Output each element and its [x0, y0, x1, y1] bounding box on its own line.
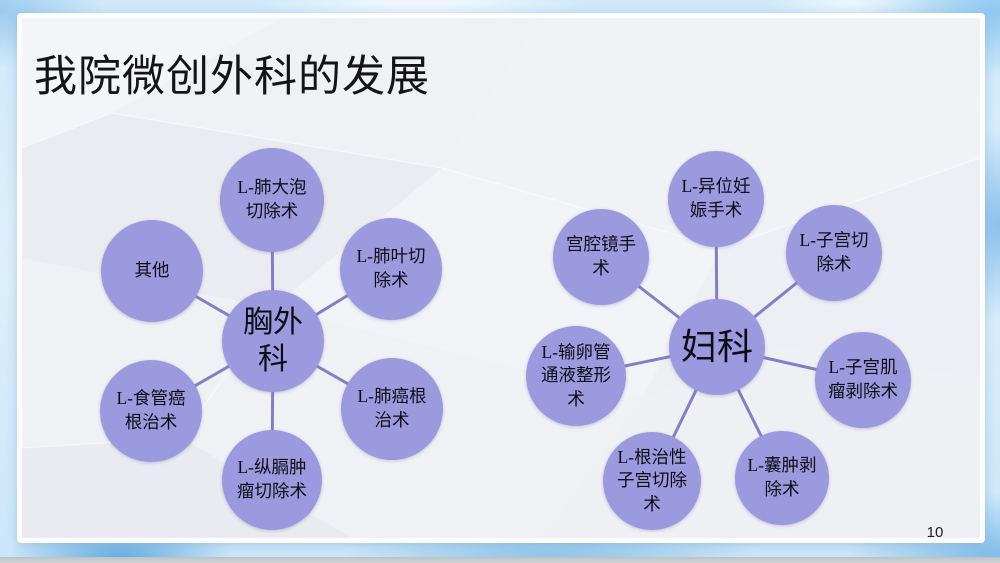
diagram-node: L-肺叶切 除术 — [340, 218, 442, 320]
diagram-node: 宫腔镜手 术 — [553, 209, 649, 305]
diagram-hub-gynecology: 妇科 — [669, 299, 765, 395]
diagram-node: L-囊肿剥 除术 — [735, 431, 829, 525]
bottom-strip — [0, 557, 1000, 563]
diagram-node: L-子宫肌 瘤剥除术 — [815, 332, 911, 428]
slide-title: 我院微创外科的发展 — [34, 54, 430, 101]
diagram-node: L-食管癌 根治术 — [100, 360, 202, 462]
diagram-node: L-肺癌根 治术 — [341, 358, 443, 460]
diagram-node: L-子宫切 除术 — [786, 205, 882, 301]
diagram-node: L-肺大泡 切除术 — [220, 148, 324, 252]
diagram-node: 其他 — [101, 220, 203, 322]
diagram-hub-thoracic-surgery: 胸外 科 — [222, 290, 324, 392]
page-number: 10 — [926, 524, 944, 541]
diagram-node: L-根治性 子宫切除 术 — [603, 432, 701, 530]
diagram-node: L-纵膈肿 瘤切除术 — [222, 430, 322, 530]
diagram-node: L-异位妊 娠手术 — [668, 151, 764, 247]
diagram-node: L-输卵管 通液整形 术 — [526, 326, 626, 426]
